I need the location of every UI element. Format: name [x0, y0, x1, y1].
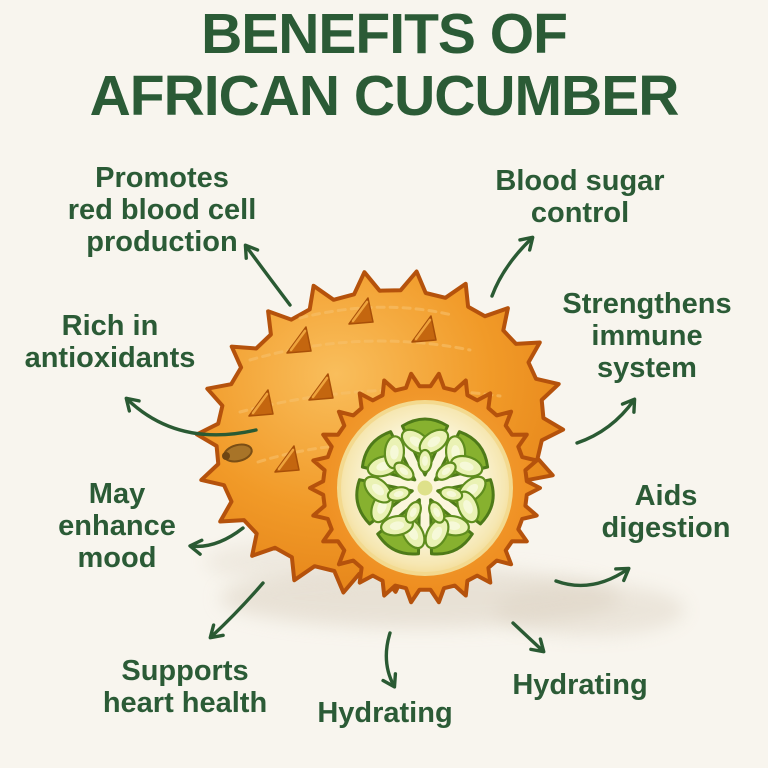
- arrow-to-hydrating-right: [511, 621, 546, 654]
- benefit-arrows: [124, 235, 637, 689]
- benefit-label-promotes-red-blood-cell-production: Promotes red blood cell production: [67, 162, 257, 258]
- cut-face-center: [417, 480, 433, 496]
- arrow-to-supports-heart-health: [208, 581, 265, 640]
- kiwano-fruit: [194, 269, 566, 605]
- benefit-label-rich-in-antioxidants: Rich in antioxidants: [24, 310, 196, 374]
- arrow-to-rich-in-antioxidants: [124, 396, 258, 437]
- arrow-to-promotes-red-blood-cell-production: [243, 243, 292, 307]
- benefit-label-hydrating-bottom: Hydrating: [317, 697, 453, 729]
- benefit-label-blood-sugar-control: Blood sugar control: [495, 165, 665, 229]
- arrow-to-aids-digestion: [554, 566, 631, 588]
- benefit-label-strengthens-immune-system: Strengthens immune system: [562, 288, 732, 384]
- title-line-2: AFRICAN CUCUMBER: [89, 63, 680, 128]
- benefit-label-hydrating-right: Hydrating: [512, 669, 648, 701]
- benefit-label-may-enhance-mood: May enhance mood: [58, 478, 176, 574]
- arrow-to-strengthens-immune-system: [575, 397, 637, 445]
- title-line-1: BENEFITS OF: [201, 2, 568, 66]
- benefit-label-aids-digestion: Aids digestion: [601, 480, 731, 544]
- arrow-to-may-enhance-mood: [188, 526, 245, 556]
- arrow-to-blood-sugar-control: [490, 235, 535, 298]
- benefit-label-supports-heart-health: Supports heart health: [102, 655, 268, 719]
- arrow-to-hydrating-bottom: [381, 631, 398, 689]
